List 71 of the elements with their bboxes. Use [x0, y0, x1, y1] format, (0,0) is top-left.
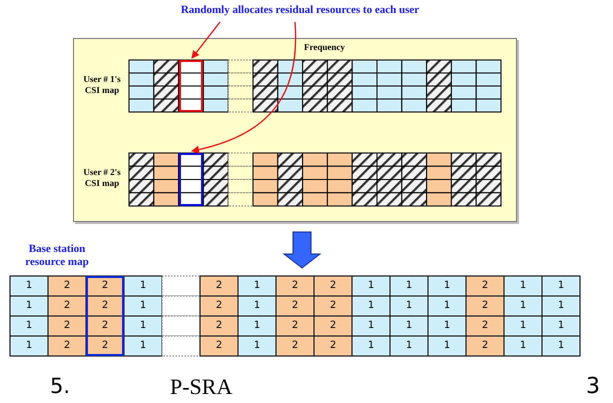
cell-value: 1	[24, 300, 34, 312]
cell-value: 1	[366, 320, 376, 332]
cell-value: 1	[366, 340, 376, 352]
cell-value: 1	[518, 300, 528, 312]
cell-value: 2	[62, 320, 72, 332]
cell-value: 1	[518, 320, 528, 332]
csi-map-label: User # 1's CSI map	[82, 74, 122, 96]
block-arrow	[282, 232, 322, 269]
cell-value: 1	[138, 300, 148, 312]
cell-value: 2	[480, 280, 490, 292]
cell-value: 2	[100, 340, 110, 352]
cell-value: 1	[252, 300, 262, 312]
cell-value: 2	[214, 300, 224, 312]
cell-value: 1	[556, 280, 566, 292]
cell-value: 1	[556, 320, 566, 332]
cell-value: 1	[366, 300, 376, 312]
cell-value: 1	[404, 280, 414, 292]
cell-value: 1	[404, 300, 414, 312]
cell-value: 1	[442, 300, 452, 312]
cell-value: 2	[290, 340, 300, 352]
cell-value: 1	[404, 320, 414, 332]
cell-value: 2	[290, 280, 300, 292]
cell-value: 1	[442, 340, 452, 352]
cell-value: 1	[24, 340, 34, 352]
cell-value: 2	[214, 340, 224, 352]
cell-value: 1	[138, 280, 148, 292]
cell-value: 2	[328, 280, 338, 292]
cell-value: 1	[252, 280, 262, 292]
cell-value: 1	[518, 280, 528, 292]
cell-value: 1	[252, 320, 262, 332]
cell-value: 1	[24, 280, 34, 292]
cell-value: 2	[290, 320, 300, 332]
cell-value: 2	[328, 300, 338, 312]
cell-value: 1	[518, 340, 528, 352]
cell-value: 1	[442, 320, 452, 332]
leader-arrow	[191, 22, 296, 154]
cell-value: 1	[442, 280, 452, 292]
highlighted-column	[178, 60, 204, 112]
highlighted-column	[86, 276, 124, 356]
cell-value: 2	[328, 320, 338, 332]
highlighted-column	[178, 153, 204, 206]
frequency-label: Frequency	[304, 42, 345, 52]
footer-text: P-SRA	[170, 374, 232, 400]
cell-value: 2	[480, 300, 490, 312]
cell-value: 2	[214, 280, 224, 292]
cell-value: 2	[214, 320, 224, 332]
cell-value: 2	[100, 320, 110, 332]
annotation-text: Randomly allocates residual resources to each user	[165, 4, 435, 22]
cell-value: 2	[100, 300, 110, 312]
cell-value: 1	[556, 300, 566, 312]
cell-value: 2	[100, 280, 110, 292]
cell-value: 2	[480, 320, 490, 332]
cell-value: 1	[404, 340, 414, 352]
cell-value: 1	[24, 320, 34, 332]
footer-text: 3	[586, 374, 600, 399]
leader-arrow	[191, 22, 221, 59]
cell-value: 2	[62, 280, 72, 292]
cell-value: 2	[480, 340, 490, 352]
csi-map-label: User # 2's CSI map	[82, 167, 122, 189]
cell-value: 2	[62, 340, 72, 352]
map-title: Base station resource map	[24, 243, 90, 269]
cell-value: 2	[290, 300, 300, 312]
cell-value: 1	[138, 340, 148, 352]
cell-value: 1	[556, 340, 566, 352]
footer-text: 5.	[50, 374, 70, 398]
cell-value: 1	[366, 280, 376, 292]
cell-value: 1	[252, 340, 262, 352]
cell-value: 1	[138, 320, 148, 332]
cell-value: 2	[328, 340, 338, 352]
cell-value: 2	[62, 300, 72, 312]
csi-panel	[73, 38, 517, 222]
